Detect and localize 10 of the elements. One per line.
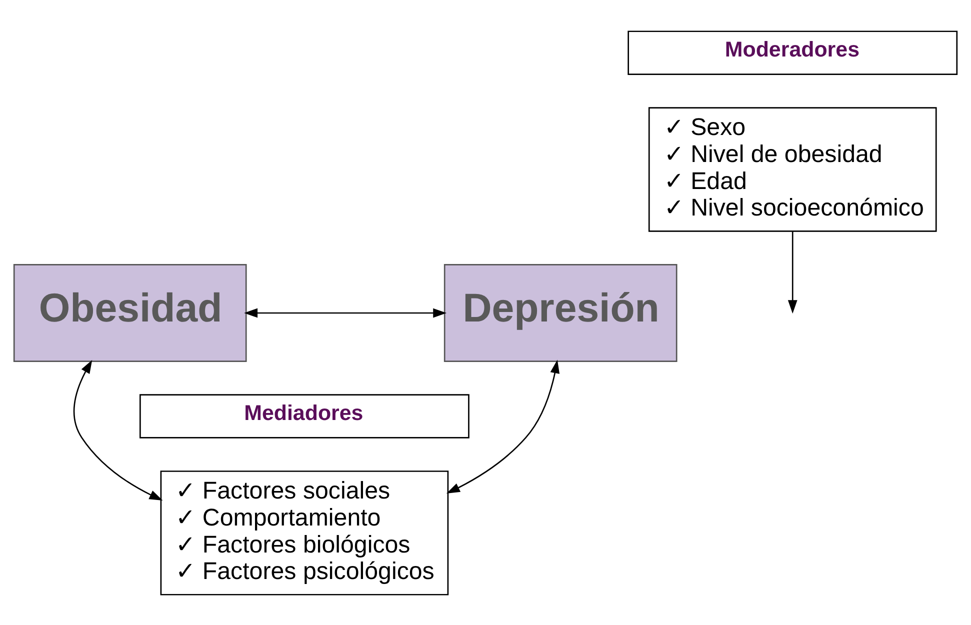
node-box: Obesidad <box>13 264 247 362</box>
node-box: Mediadores <box>140 394 470 438</box>
arrow <box>446 359 560 494</box>
arrow <box>73 359 163 500</box>
arrow <box>244 308 447 318</box>
node-box: ✓ Factores sociales ✓ Comportamiento ✓ Factores biológicos ✓ Factores psicológicos <box>160 470 449 595</box>
node-box: Moderadores <box>628 30 958 74</box>
arrow <box>788 230 798 314</box>
node-box: ✓ Sexo ✓ Nivel de obesidad ✓ Edad ✓ Nivel socioeconómico <box>648 106 937 232</box>
node-box: Depresión <box>444 264 678 362</box>
